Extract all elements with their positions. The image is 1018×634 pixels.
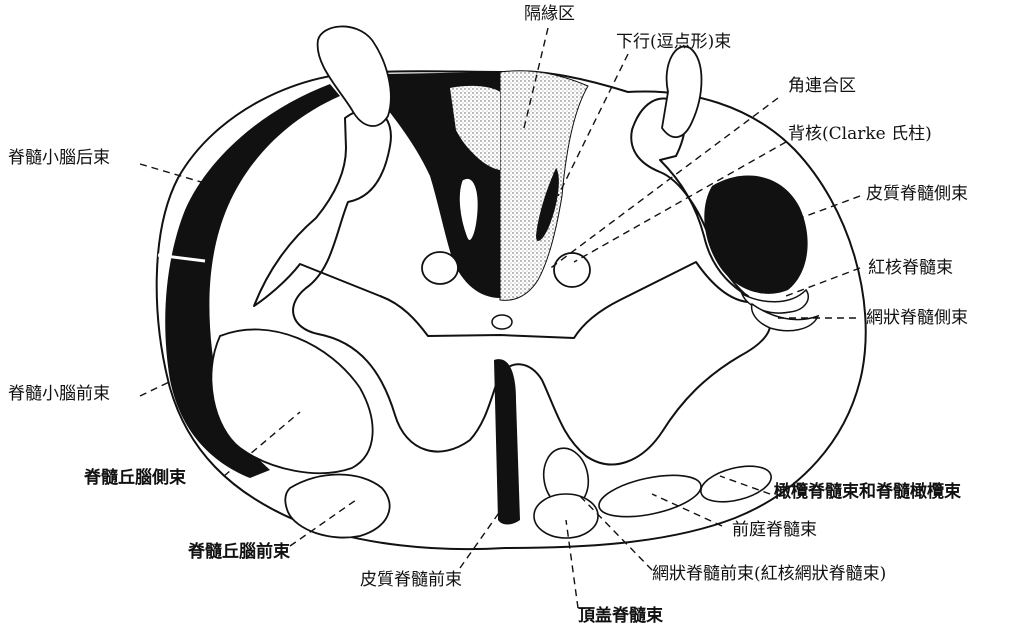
- label-olivospinal: 橄欖脊髓束和脊髓橄欖束: [774, 484, 961, 501]
- clarke-nucleus-left: [422, 252, 458, 284]
- label-anterior-corticospinal: 皮質脊髓前束: [360, 572, 462, 589]
- label-anterior-reticulospinal: 網狀脊髓前束(紅核網狀脊髓束): [652, 566, 886, 583]
- label-lateral-corticospinal: 皮質脊髓側束: [866, 186, 968, 203]
- label-lateral-reticulospinal: 網狀脊髓側束: [866, 310, 968, 327]
- label-vestibulospinal: 前庭脊髓束: [732, 522, 817, 539]
- label-anterior-spinocerebellar: 脊髓小腦前束: [8, 386, 110, 403]
- label-posterior-spinocerebellar: 脊髓小腦后束: [8, 150, 110, 167]
- label-rubrospinal: 紅核脊髓束: [868, 260, 953, 277]
- clarke-nucleus-right: [554, 253, 590, 287]
- label-lateral-spinothalamic: 脊髓丘腦側束: [84, 470, 186, 487]
- anterior-spinothalamic-region: [285, 475, 389, 538]
- label-septomarginal: 隔緣区: [524, 6, 575, 23]
- label-cornu-commissural: 角連合区: [788, 78, 856, 95]
- label-tectospinal: 頂盖脊髓束: [578, 608, 663, 625]
- label-descending-comma: 下行(逗点形)束: [616, 34, 731, 51]
- label-anterior-spinothalamic: 脊髓丘腦前束: [188, 544, 290, 561]
- central-canal: [492, 315, 512, 329]
- label-dorsal-nucleus: 背核(Clarke 氏柱): [788, 126, 932, 143]
- tectospinal-region: [534, 494, 598, 538]
